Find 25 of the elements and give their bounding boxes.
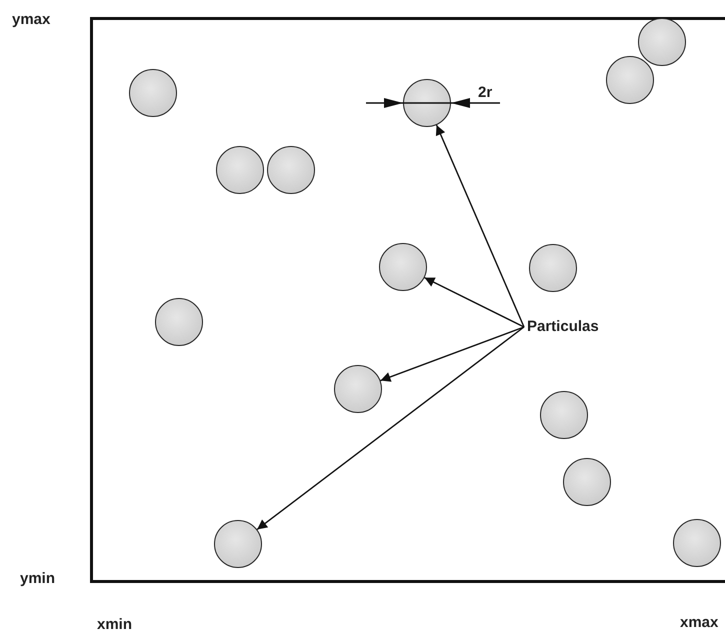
particle-circle	[638, 18, 686, 66]
axis-label: ymin	[20, 571, 56, 586]
particle-circle	[334, 365, 382, 413]
particle-circle	[403, 79, 451, 127]
particle-circle	[267, 146, 315, 194]
particle-circle	[216, 146, 264, 194]
axis-label: ymax	[12, 12, 50, 27]
arrow	[424, 277, 524, 328]
axis-label: xmin	[97, 617, 132, 632]
particle-circle	[673, 519, 721, 567]
callout-label: Particulas	[527, 316, 627, 338]
particle-circle	[214, 520, 262, 568]
particle-circle	[129, 69, 177, 117]
arrow	[380, 326, 524, 382]
domain-box	[90, 17, 725, 583]
particle-circle	[379, 243, 427, 291]
arrow	[256, 326, 524, 530]
particle-circle	[540, 391, 588, 439]
arrow	[436, 124, 525, 328]
axis-label: xmax	[680, 615, 718, 630]
particle-circle	[155, 298, 203, 346]
particle-circle	[606, 56, 654, 104]
particle-circle	[563, 458, 611, 506]
dimension-label: 2r	[478, 85, 492, 100]
particle-circle	[529, 244, 577, 292]
